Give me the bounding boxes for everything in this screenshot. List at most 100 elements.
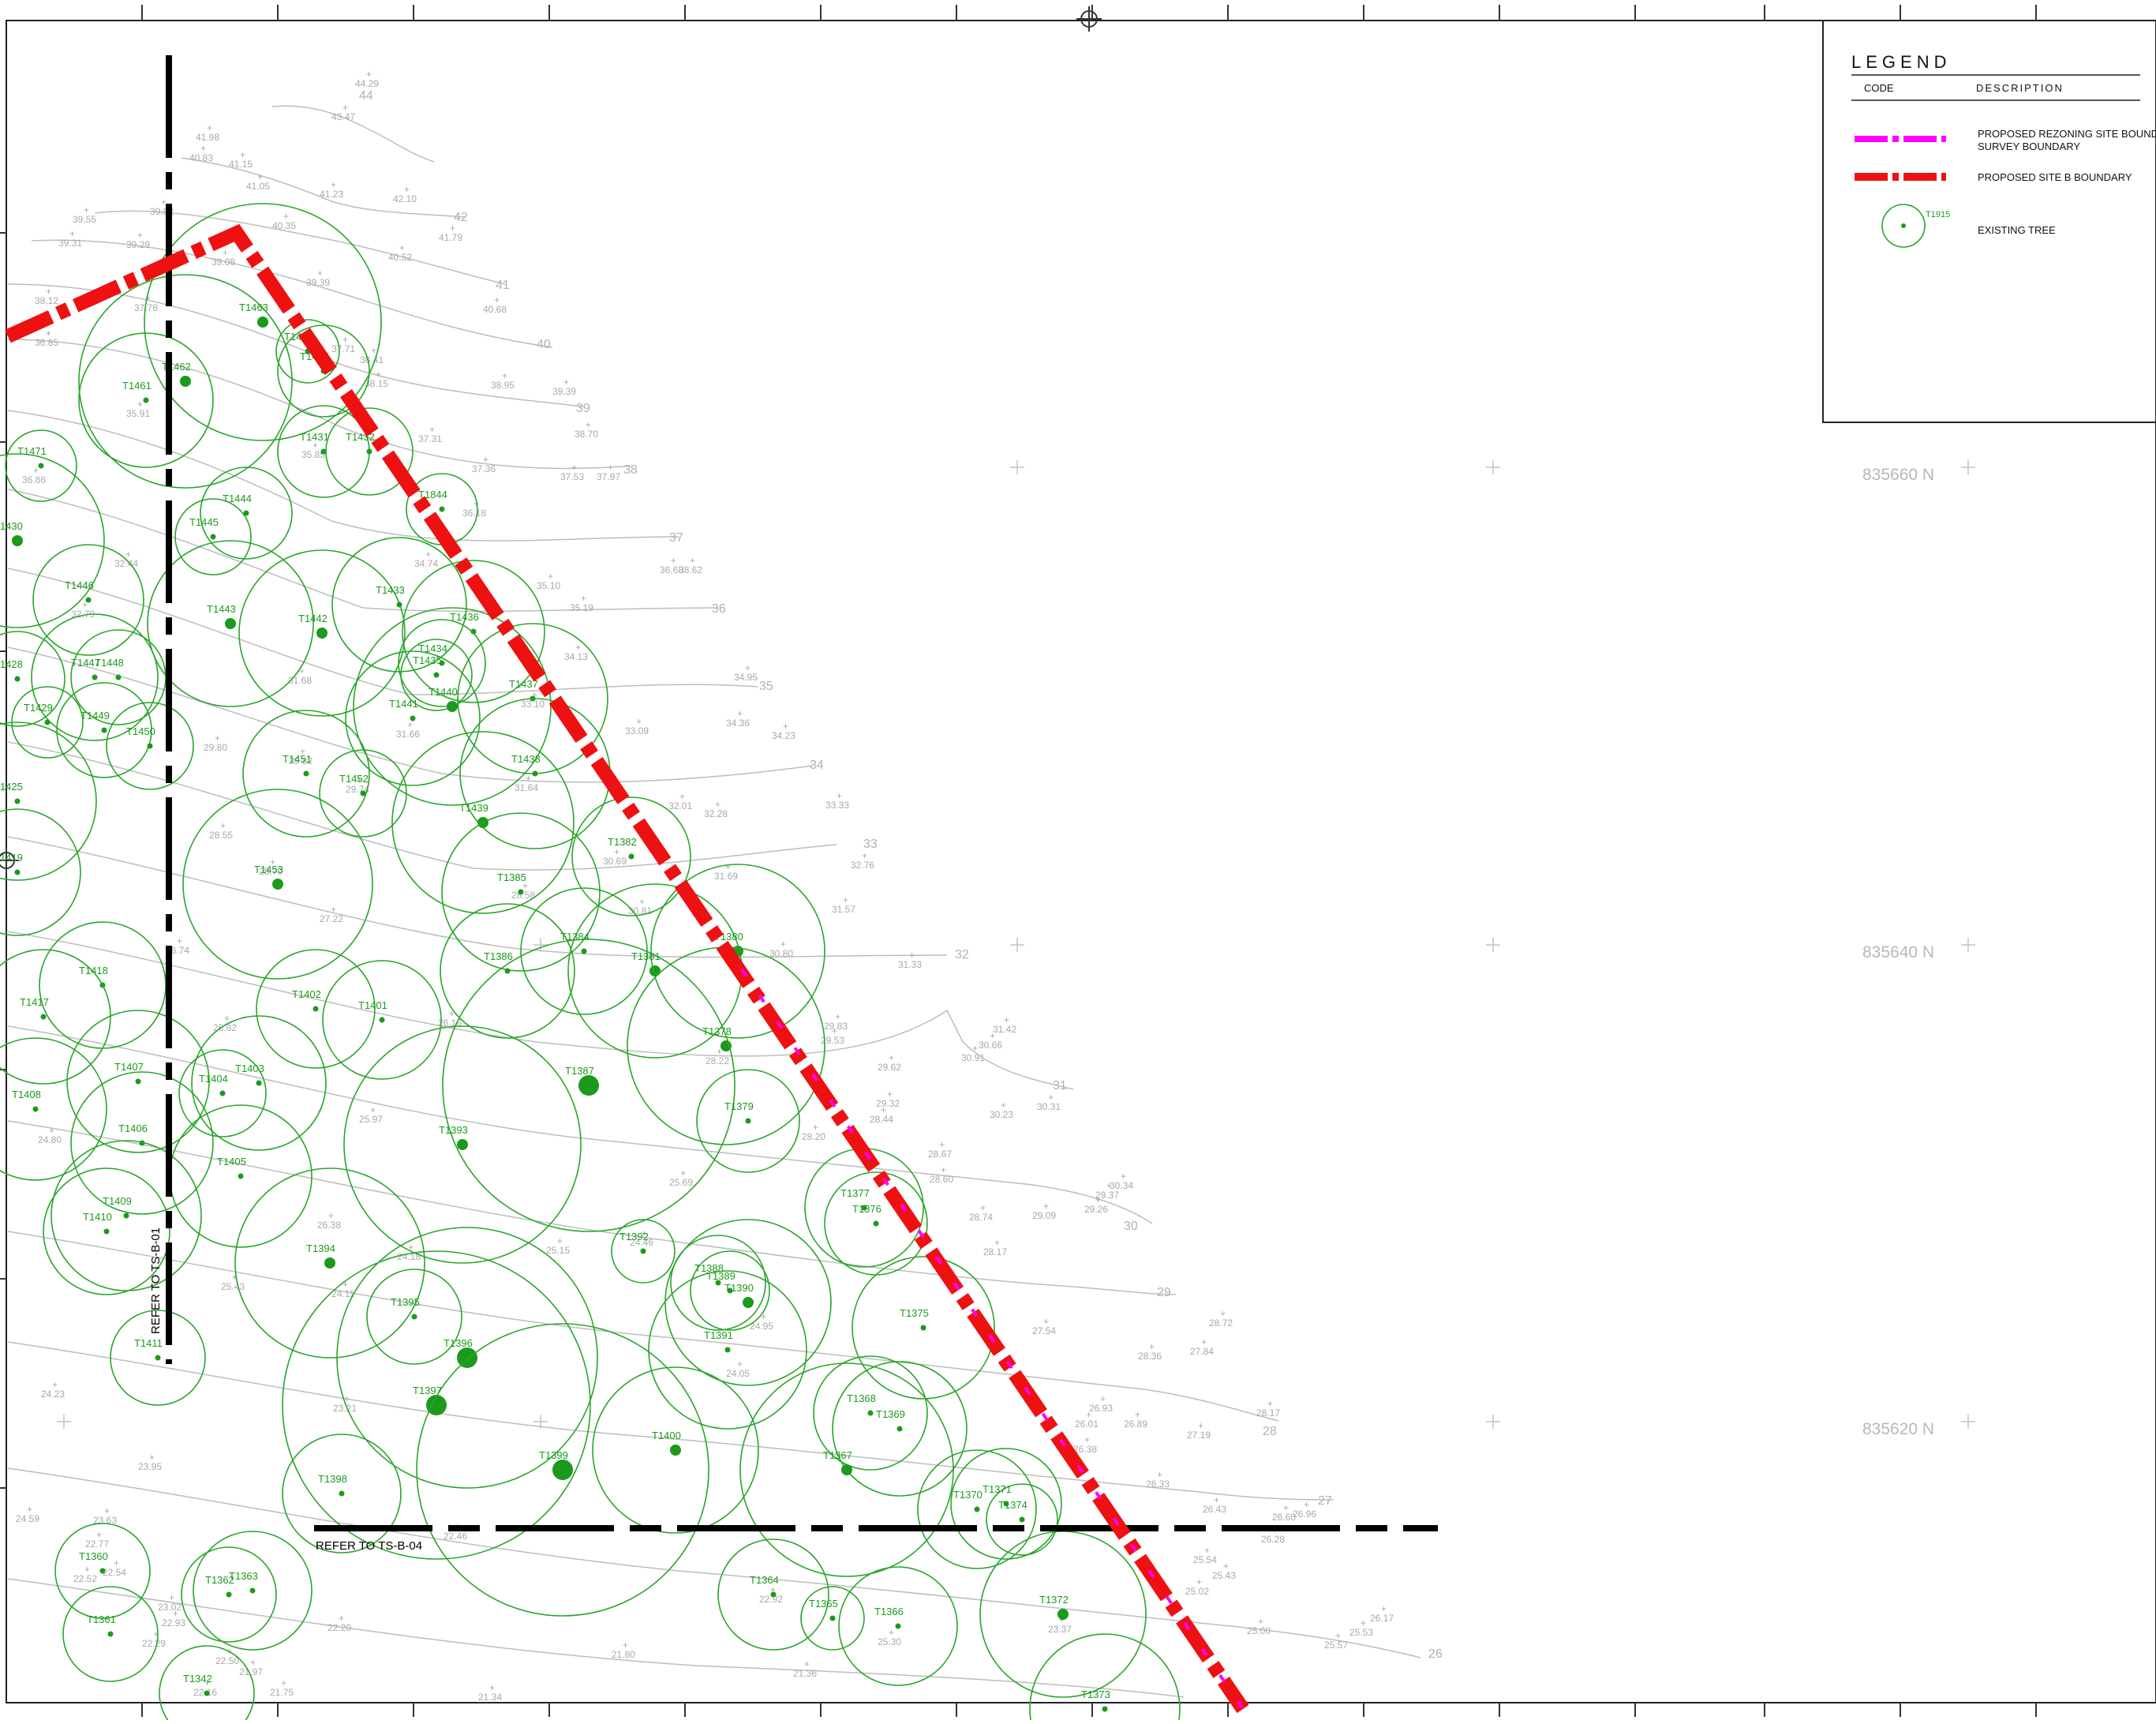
spot-level-marker: + bbox=[990, 1030, 995, 1041]
contour-label: 29 bbox=[1157, 1286, 1171, 1299]
spot-level-marker: + bbox=[483, 454, 488, 465]
tree-t1386: T1386 bbox=[440, 903, 575, 1039]
spot-level: 23.95 bbox=[138, 1461, 162, 1472]
tree-crown-circle bbox=[191, 1015, 327, 1151]
tree-label: T1445 bbox=[189, 516, 219, 528]
tree-t1395: T1395 bbox=[366, 1269, 462, 1365]
tree-trunk-dot bbox=[410, 715, 416, 721]
tree-t1403: T1403 bbox=[191, 1015, 327, 1151]
tree-t1375: T1375 bbox=[852, 1256, 995, 1400]
spot-level: 24.23 bbox=[41, 1389, 65, 1400]
spot-level: 25.15 bbox=[546, 1245, 570, 1256]
tree-crown-circle bbox=[325, 407, 414, 496]
tree-t1402: T1402 bbox=[256, 949, 376, 1069]
tree-crown-circle bbox=[398, 619, 486, 707]
tree-trunk-dot bbox=[379, 1017, 385, 1023]
spot-level-marker: + bbox=[376, 369, 381, 380]
grid-crosses bbox=[57, 460, 1975, 1429]
spot-level-marker: + bbox=[317, 268, 323, 279]
tree-t1446: T1446 bbox=[32, 544, 144, 656]
spot-level-marker: + bbox=[889, 1052, 894, 1063]
tree-crown-circle bbox=[242, 710, 370, 838]
tree-t1379: T1379 bbox=[696, 1069, 800, 1173]
tree-label: T1418 bbox=[79, 965, 108, 976]
spot-level: 38.41 bbox=[360, 354, 384, 365]
tree-label: T1437 bbox=[509, 678, 538, 690]
spot-level-marker: + bbox=[270, 856, 275, 868]
tree-t1371: T1371 bbox=[950, 1448, 1062, 1560]
spot-level: 21.36 bbox=[793, 1668, 817, 1679]
spot-level-marker: + bbox=[641, 1227, 646, 1239]
tree-t1439: T1439 bbox=[391, 731, 575, 914]
spot-level: 26.38 bbox=[317, 1220, 341, 1231]
tree-t1399: T1399 bbox=[416, 1323, 709, 1617]
spot-level-marker: + bbox=[425, 549, 431, 560]
tree-trunk-dot bbox=[439, 660, 445, 666]
tree-label: T1395 bbox=[391, 1296, 420, 1308]
spot-level-marker: + bbox=[557, 1235, 563, 1246]
tree-crown-circle bbox=[78, 274, 293, 489]
spot-level-marker: + bbox=[502, 370, 507, 381]
spot-level: 40.35 bbox=[272, 220, 296, 231]
spot-level-marker: + bbox=[581, 593, 586, 604]
tree-trunk-dot bbox=[14, 676, 21, 682]
tree-crown-circle bbox=[174, 498, 252, 575]
spot-level-marker: + bbox=[1223, 1561, 1229, 1572]
spot-level-marker: + bbox=[1361, 1617, 1366, 1628]
site-b-boundary bbox=[5, 223, 1249, 1714]
spot-level: 29.80 bbox=[204, 742, 227, 753]
spot-level-marker: + bbox=[300, 746, 305, 757]
spot-level: 25.97 bbox=[359, 1114, 383, 1125]
tree-trunk-dot bbox=[12, 535, 23, 546]
tree-trunk-dot bbox=[226, 1591, 232, 1598]
tree-trunk-dot bbox=[303, 770, 309, 777]
spot-level: 38.62 bbox=[679, 564, 702, 575]
tree-crown-circle bbox=[0, 808, 81, 936]
spot-level: 42.10 bbox=[393, 193, 417, 204]
tree-t1400: T1400 bbox=[592, 1366, 759, 1534]
tree-trunk-dot bbox=[581, 948, 587, 954]
tree-trunk-dot bbox=[873, 1220, 879, 1227]
spot-level: 29.82 bbox=[289, 755, 313, 766]
spot-level: 26.60 bbox=[1272, 1512, 1296, 1523]
crosshair-marker-top bbox=[1076, 6, 1102, 32]
tree-crown-circle bbox=[5, 429, 77, 502]
spot-level-marker: + bbox=[357, 774, 362, 785]
tree-label: T1375 bbox=[900, 1307, 929, 1319]
spot-level-marker: + bbox=[1084, 1434, 1090, 1445]
tree-t1449: T1449 bbox=[56, 682, 152, 778]
tree-trunk-dot bbox=[256, 1080, 262, 1086]
tree-crown-circle bbox=[739, 1362, 954, 1577]
tree-label: T1373 bbox=[1081, 1688, 1110, 1700]
spot-level: 38.15 bbox=[365, 378, 388, 389]
tree-label: T1407 bbox=[114, 1061, 144, 1073]
spot-level-marker: + bbox=[404, 184, 410, 195]
tree-label: T1444 bbox=[223, 493, 252, 504]
tree-crown-circle bbox=[62, 1586, 159, 1682]
spot-level-marker: + bbox=[1335, 1630, 1341, 1641]
tree-t1461: T1461 bbox=[78, 332, 214, 468]
tree-label: T1371 bbox=[983, 1483, 1012, 1495]
tree-crown-circle bbox=[813, 1355, 928, 1471]
spot-level-marker: + bbox=[220, 820, 226, 831]
spot-level-marker: + bbox=[169, 1592, 174, 1603]
tree-label: T1370 bbox=[953, 1489, 983, 1501]
tree-crown-circle bbox=[106, 702, 194, 790]
spot-level: 24.95 bbox=[750, 1321, 773, 1332]
spot-level-marker: + bbox=[84, 1564, 90, 1575]
spot-level: 24.05 bbox=[726, 1368, 750, 1379]
tree-crown-circle bbox=[690, 1250, 770, 1331]
tree-label: T1364 bbox=[750, 1574, 779, 1586]
spot-level: 28.36 bbox=[1138, 1351, 1162, 1362]
spot-level-marker: + bbox=[1043, 1316, 1049, 1327]
tree-crown-circle bbox=[345, 650, 481, 786]
spot-level-marker: + bbox=[215, 733, 220, 744]
tree-trunk-dot bbox=[99, 1568, 106, 1574]
tree-label: T1447 bbox=[71, 657, 100, 669]
tree-trunk-dot bbox=[85, 597, 92, 603]
tree-label: T1431 bbox=[300, 431, 329, 443]
tree-crown-circle bbox=[56, 682, 152, 778]
tree-trunk-dot bbox=[360, 790, 366, 796]
tree-t1451: T1451 bbox=[242, 710, 370, 838]
spot-level: 24.18 bbox=[397, 1251, 421, 1262]
